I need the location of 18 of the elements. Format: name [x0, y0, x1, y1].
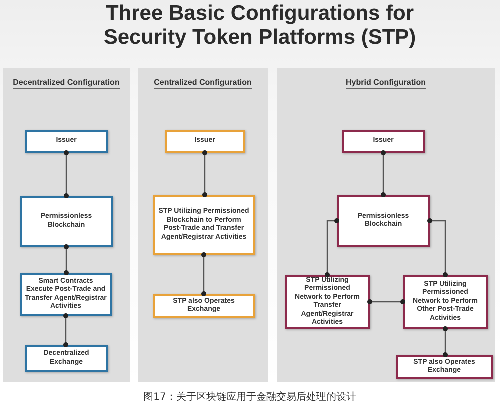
caption: 图17：关于区块链应用于金融交易后处理的设计: [142, 390, 358, 404]
connector: [325, 218, 340, 278]
connector: [381, 150, 386, 198]
connector: [64, 244, 69, 276]
title: Three Basic Configurations for Security Token Platforms (STP): [102, 2, 418, 50]
panel: [3, 68, 130, 382]
panel: [277, 68, 495, 382]
panel-heading: Centralized Configuration: [154, 78, 252, 89]
panel: [138, 68, 268, 382]
connector: [443, 326, 448, 358]
connector: [202, 150, 208, 198]
connector: [64, 150, 69, 198]
connector: [64, 314, 68, 348]
panel-heading: Decentralized Configuration: [13, 78, 120, 89]
connector: [428, 218, 448, 278]
connector: [202, 252, 206, 296]
panel-heading: Hybrid Configuration: [346, 78, 426, 89]
connector: [368, 300, 406, 304]
